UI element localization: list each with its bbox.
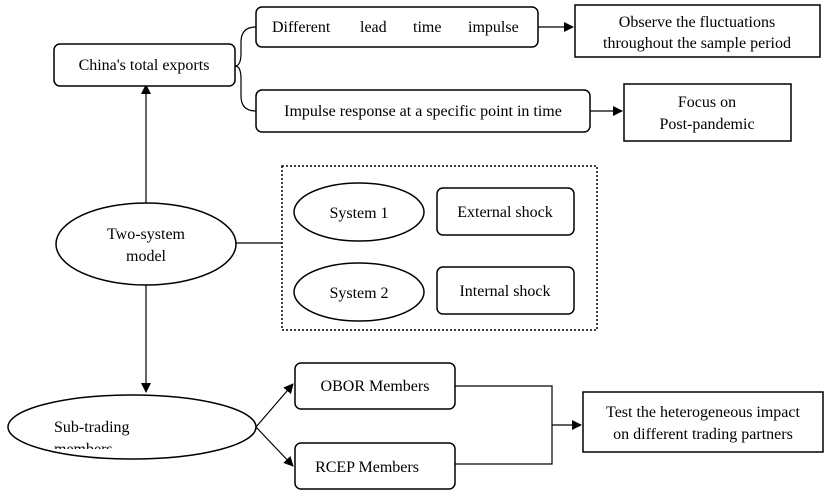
node-focus-post-pandemic: Focus on Post-pandemic (623, 83, 792, 142)
two-system-line-2: model (126, 248, 167, 265)
node-system-2: System 2 (293, 262, 425, 322)
focus-line-1: Focus on (678, 94, 736, 111)
node-system-1: System 1 (293, 182, 425, 242)
node-impulse-response-point: Impulse response at a specific point in … (255, 89, 591, 133)
two-system-line-1: Two-system (107, 226, 186, 243)
sub-trading-line-2: members (54, 441, 113, 458)
node-observe-fluctuations: Observe the fluctuations throughout the … (574, 4, 821, 58)
node-sub-trading-members: Sub-trading members (7, 394, 257, 460)
lead-word-4: impulse (468, 19, 519, 36)
systems-container-dotted (281, 165, 598, 331)
lead-word-3: time (413, 19, 441, 36)
connector-china-brace (234, 26, 257, 112)
observe-line-1: Observe the fluctuations (619, 14, 775, 31)
system2-label: System 2 (329, 285, 388, 302)
system1-label: System 1 (329, 205, 388, 222)
arrow-subtrading-to-obor (255, 383, 294, 428)
node-obor-members: OBOR Members (294, 362, 456, 410)
node-lead-time-impulse: Different lead time impulse (255, 6, 539, 48)
rcep-label: RCEP Members (315, 459, 419, 476)
test-line-1: Test the heterogeneous impact (606, 404, 800, 421)
test-line-2: on different trading partners (613, 426, 793, 443)
arrow-subtrading-to-rcep (255, 426, 294, 467)
node-test-heterogeneous-impact: Test the heterogeneous impact on differe… (582, 391, 824, 453)
impulse-point-label: Impulse response at a specific point in … (284, 103, 562, 120)
node-external-shock: External shock (436, 187, 575, 236)
china-exports-label: China's total exports (79, 57, 210, 74)
external-shock-label: External shock (457, 204, 553, 221)
focus-line-2: Post-pandemic (659, 116, 754, 133)
node-two-system-model: Two-system model (55, 202, 237, 286)
obor-label: OBOR Members (321, 378, 430, 395)
sub-trading-line-1: Sub-trading (54, 419, 130, 436)
node-rcep-members: RCEP Members (294, 442, 456, 490)
internal-shock-label: Internal shock (459, 283, 550, 300)
node-china-total-exports: China's total exports (53, 43, 236, 87)
lead-word-1: Different (272, 19, 331, 36)
node-internal-shock: Internal shock (436, 266, 575, 315)
lead-word-2: lead (360, 19, 387, 36)
observe-line-2: throughout the sample period (603, 35, 791, 52)
connector-obor-rcep-bracket (455, 385, 553, 465)
